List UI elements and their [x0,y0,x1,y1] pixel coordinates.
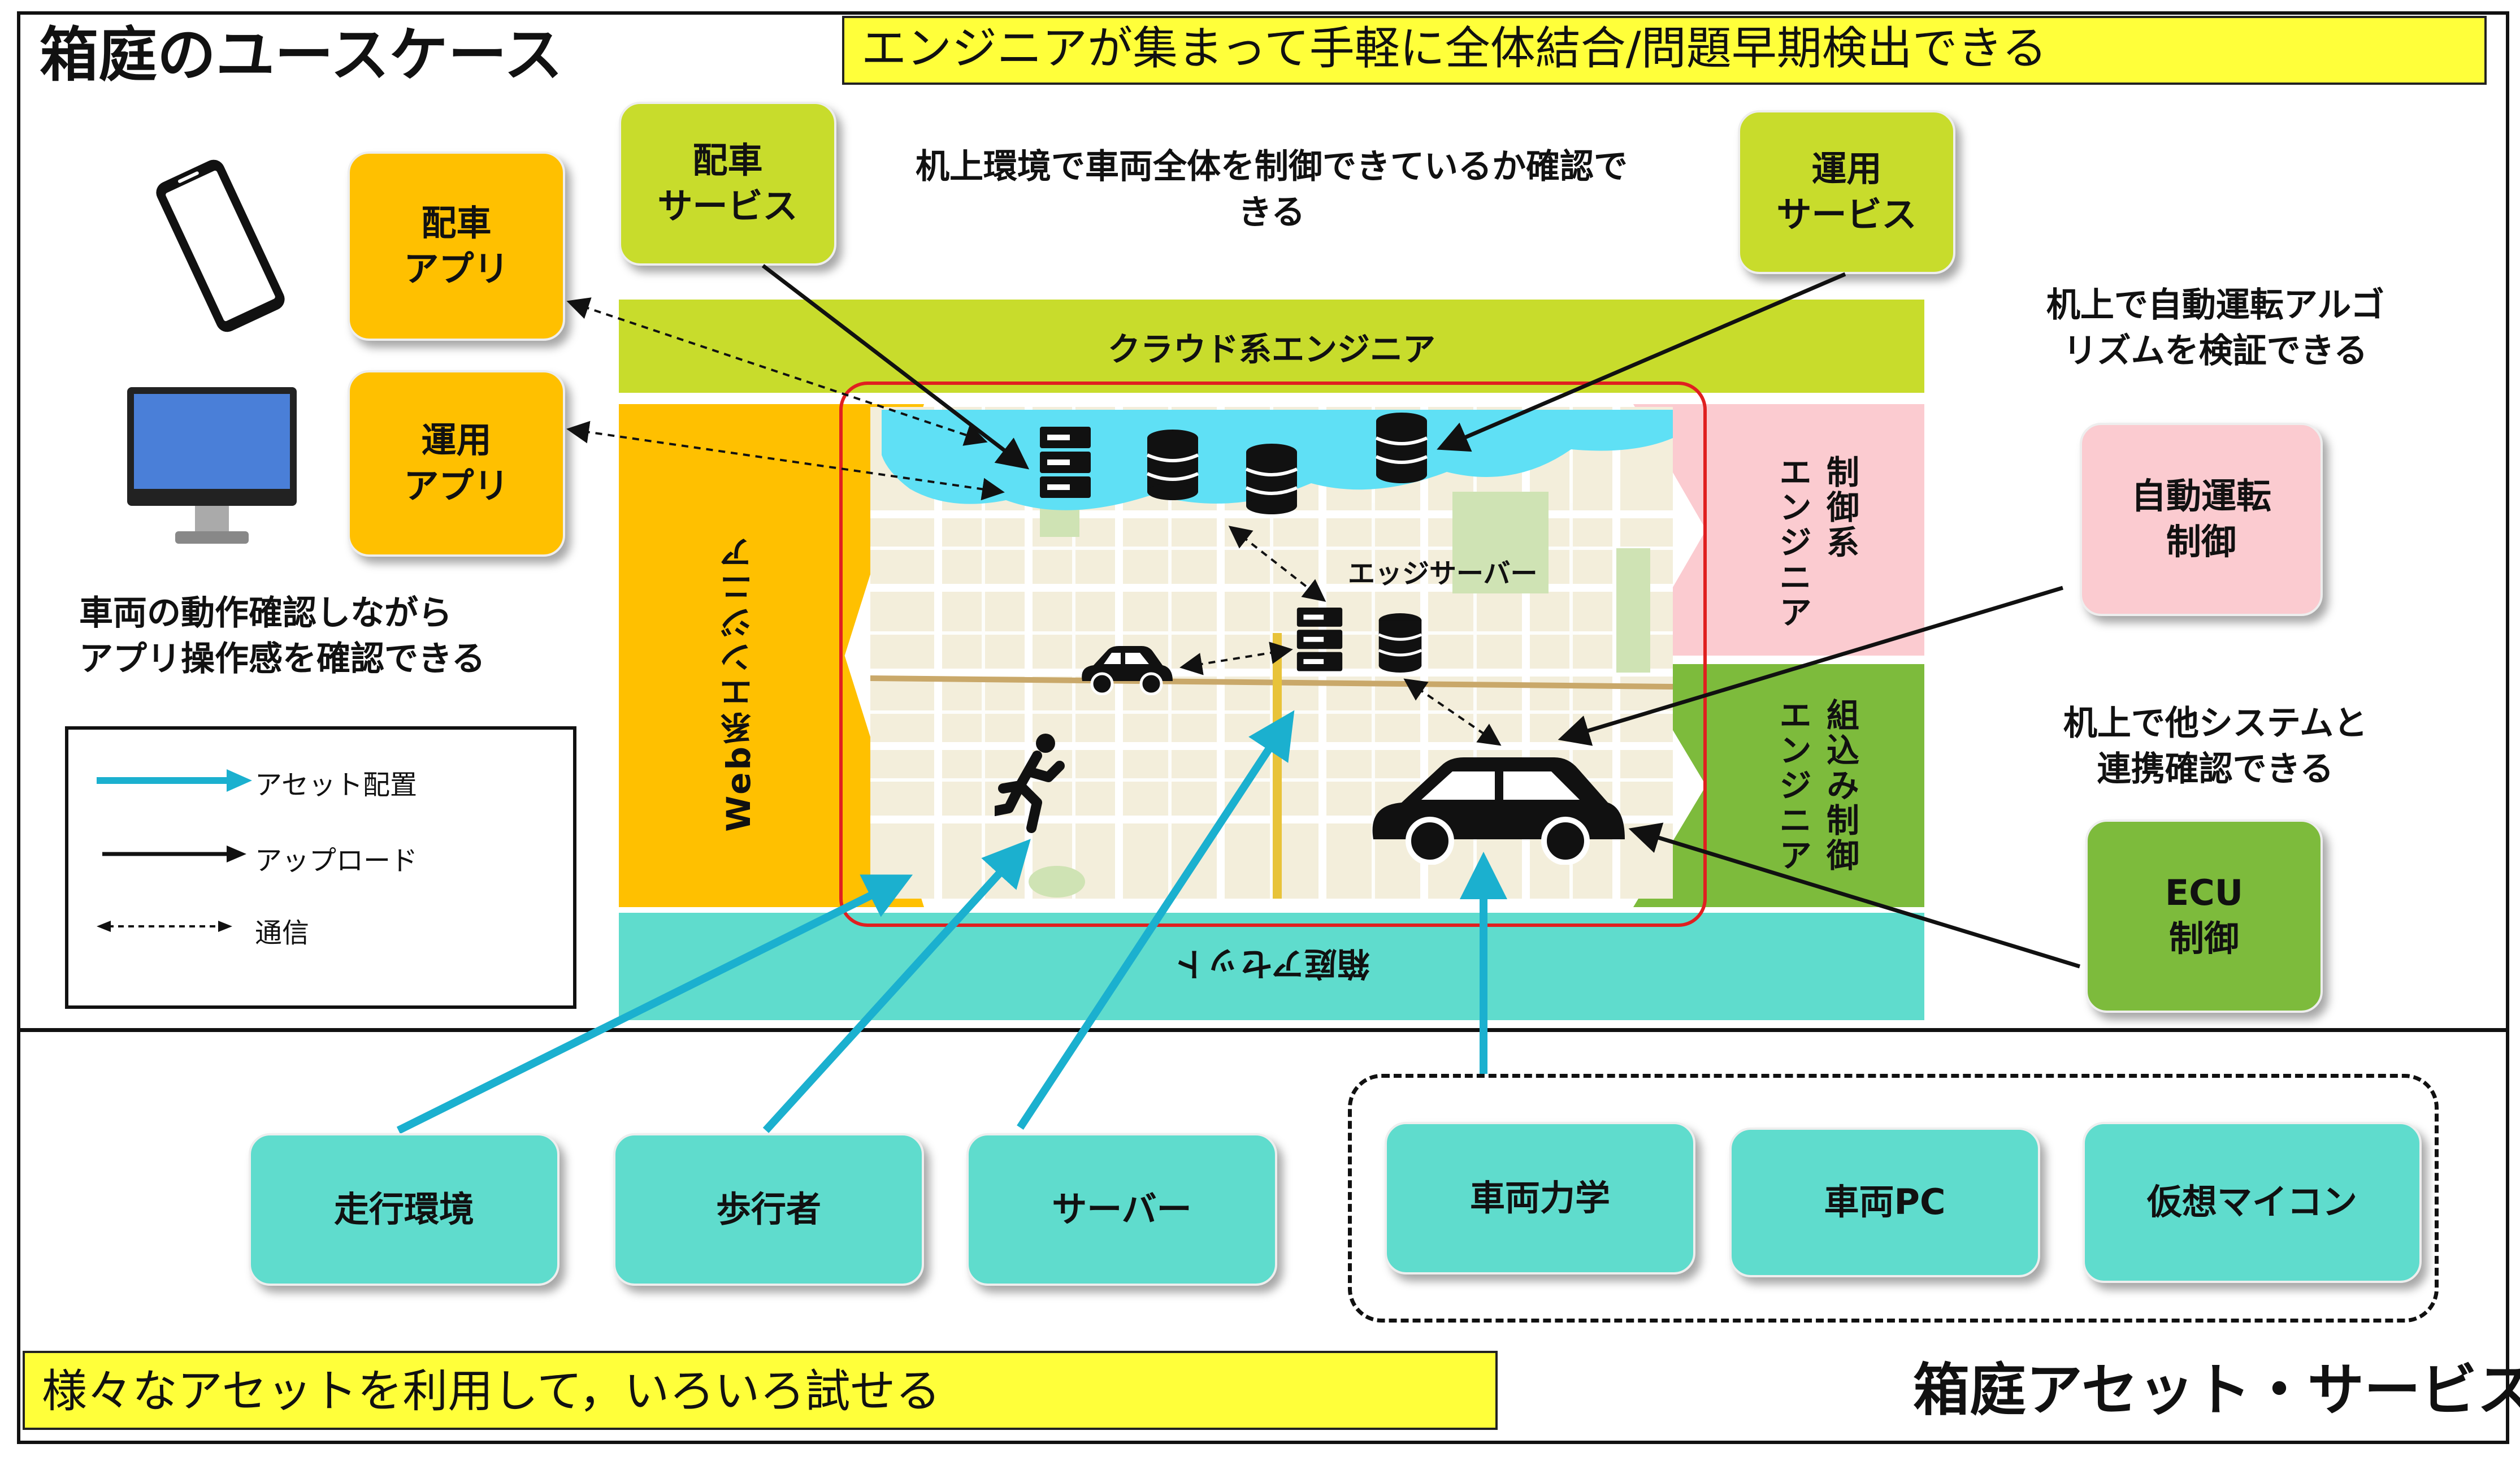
tablet-icon [156,159,285,332]
asset-service-title: 箱庭アセット・サービス [1913,1357,2520,1423]
desk-env-note: 机上環境で車両全体を制御できているか確認で きる [916,147,1628,232]
legend-comm-arrow [97,921,232,932]
server-icon [1296,608,1343,671]
ops-service-card[interactable]: 運用 サービス [1738,110,1955,274]
legend-asset-arrow [97,769,252,792]
database-icon [1245,444,1298,514]
asset-vehicle-pc-card[interactable]: 車両PC [1729,1128,2040,1277]
database-icon [1375,413,1428,483]
algo-note: 机上で自動運転アルゴ リズムを検証できる [2046,285,2385,371]
embedded-engineer-label: 組込み制御 エンジニア [1773,698,1859,873]
asset-dynamics-card[interactable]: 車両力学 [1385,1122,1695,1274]
monitor-icon [127,387,297,544]
edge-server-label: エッジサーバー [1348,558,1538,589]
runner-icon [995,734,1065,833]
usecase-title: 箱庭のユースケース [40,20,563,89]
auto-drive-card[interactable]: 自動運転 制御 [2080,423,2323,616]
map-border [839,381,1707,927]
asset-server-card[interactable]: サーバー [966,1133,1277,1286]
legend-upload-arrow [102,846,246,862]
database-icon [1146,430,1199,500]
asset-virtual-mcu-card[interactable]: 仮想マイコン [2083,1122,2422,1283]
other-system-note: 机上で他システムと 連携確認できる [2063,704,2368,789]
server-icon [1040,427,1091,498]
usecase-banner: エンジニアが集まって手軽に全体結合/問題早期検出できる [842,16,2487,85]
car-icon [1372,757,1625,865]
dispatch-app-card[interactable]: 配車 アプリ [348,151,565,341]
legend-comm-label: 通信 [255,917,310,949]
vehicle-app-note: 車両の動作確認しながら アプリ操作感を確認できる [79,593,485,679]
legend-upload-label: アップロード [255,845,418,877]
asset-environment-card[interactable]: 走行環境 [249,1133,559,1286]
dispatch-service-card[interactable]: 配車 サービス [619,102,836,266]
legend-asset-label: アセット配置 [255,769,418,801]
control-engineer-label: 制御系 エンジニア [1773,455,1859,630]
database-icon [1378,613,1422,673]
hakoniwa-asset-band: 箱庭アセット [619,913,1924,1020]
ecu-card[interactable]: ECU 制御 [2085,820,2323,1013]
asset-pedestrian-card[interactable]: 歩行者 [613,1133,924,1286]
ops-app-card[interactable]: 運用 アプリ [348,370,565,557]
legend: アセット配置 アップロード 通信 [65,726,576,1009]
car-icon [1082,646,1173,695]
asset-banner: 様々なアセットを利用して，いろいろ試せる [23,1351,1498,1430]
vehicle-asset-group [1348,1074,2439,1323]
